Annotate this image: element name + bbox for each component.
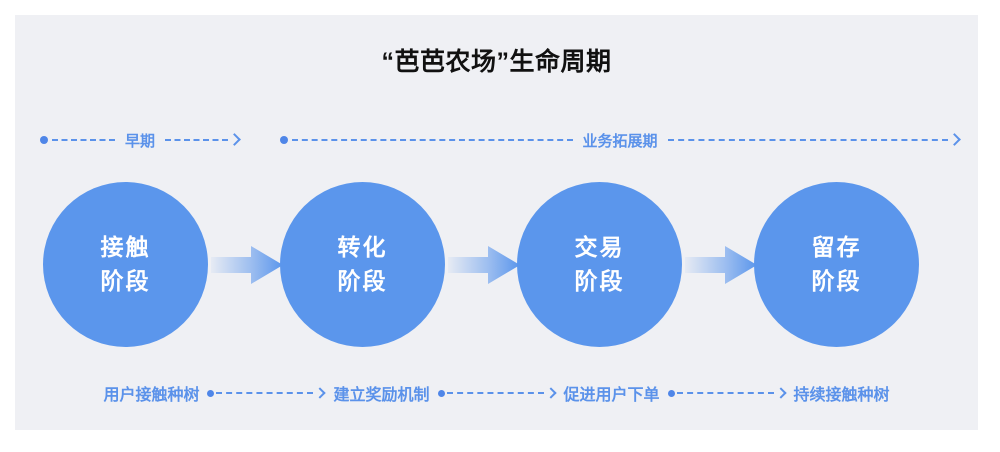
- action-connector: [207, 388, 325, 399]
- action-dashed-line: [216, 392, 314, 394]
- phase-dashed-line: [292, 139, 573, 141]
- stage-circle-retention: 留存 阶段: [754, 182, 919, 347]
- stage-label-line2: 阶段: [100, 267, 151, 294]
- phase-growth: 业务拓展期: [280, 120, 960, 160]
- action-rail: 用户接触种树 建立奖励机制 促进用户下单 持续接触种树: [15, 378, 978, 408]
- stage-label-line1: 转化: [337, 234, 388, 261]
- action-connector: [667, 388, 786, 399]
- action-start-dot-icon: [667, 389, 675, 397]
- page-title: “芭芭农场”生命周期: [381, 48, 612, 76]
- arrow-right-icon: [230, 134, 240, 146]
- stage-circle-contact: 接触 阶段: [43, 182, 208, 347]
- action-label-contact: 用户接触种树: [103, 387, 200, 404]
- phase-dashed-line: [52, 139, 115, 141]
- arrow-right-icon: [950, 134, 960, 146]
- stage-label-line2: 阶段: [574, 267, 625, 294]
- action-start-dot-icon: [437, 389, 445, 397]
- phase-start-dot-icon: [280, 136, 288, 144]
- action-dashed-line: [676, 392, 774, 394]
- phase-start-dot-icon: [40, 136, 48, 144]
- phase-early-label: 早期: [125, 132, 156, 150]
- stage-row: 接触 阶段 转化 阶段: [15, 182, 978, 367]
- diagram-canvas: “芭芭农场”生命周期 早期 业务拓展期 接触 阶段: [15, 15, 978, 430]
- arrow-right-icon: [777, 388, 786, 399]
- phase-dashed-line: [667, 139, 949, 141]
- stage-circle-transaction: 交易 阶段: [517, 182, 682, 347]
- phase-growth-label: 业务拓展期: [582, 132, 658, 150]
- action-label-reward: 建立奖励机制: [333, 387, 430, 404]
- action-connector: [437, 388, 556, 399]
- action-label-retention: 持续接触种树: [793, 387, 890, 404]
- arrow-right-icon: [316, 388, 325, 399]
- stage-label-line2: 阶段: [811, 267, 862, 294]
- action-start-dot-icon: [207, 389, 215, 397]
- stage-label-line1: 留存: [811, 234, 862, 261]
- action-label-order: 促进用户下单: [563, 387, 660, 404]
- action-dashed-line: [446, 392, 544, 394]
- arrow-right-icon: [547, 388, 556, 399]
- stage-circle-conversion: 转化 阶段: [280, 182, 445, 347]
- stage-label-line1: 接触: [100, 234, 151, 261]
- connector-arrow-icon: [448, 244, 520, 286]
- connector-arrow-icon: [211, 244, 283, 286]
- connector-arrow-icon: [685, 244, 757, 286]
- stage-label-line1: 交易: [574, 234, 625, 261]
- stage-label-line2: 阶段: [337, 267, 388, 294]
- phase-rail: 早期 业务拓展期: [15, 120, 978, 160]
- phase-early: 早期: [40, 120, 240, 160]
- phase-dashed-line: [165, 139, 229, 141]
